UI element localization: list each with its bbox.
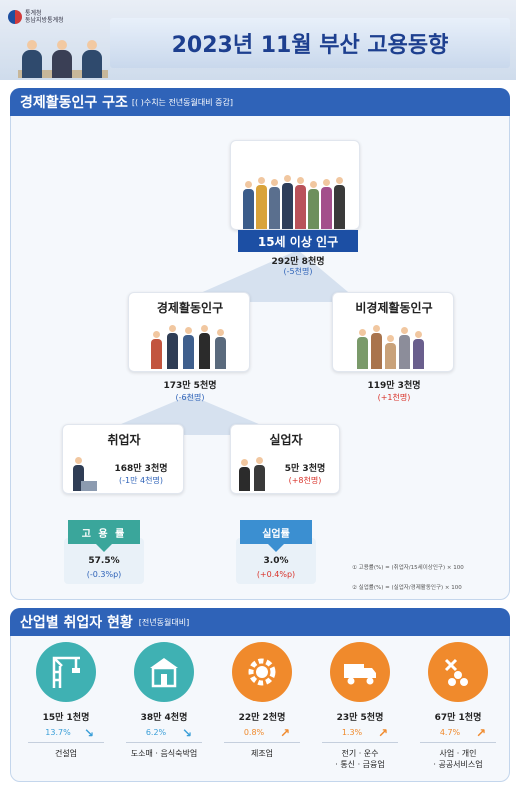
section2-title: 산업별 취업자 현황: [20, 615, 133, 631]
section2-subtitle: [전년동월대비]: [138, 617, 190, 627]
service-icon: [428, 642, 488, 702]
arrow-up-icon: ↗: [280, 726, 291, 740]
employed-change: (-1만 4천명): [119, 476, 163, 485]
note-unemployment-formula: ② 실업률(%) = (실업자/경제활동인구) × 100: [352, 585, 462, 591]
inactive-change: (+1천명): [377, 393, 411, 402]
employment-rate-label: 고 용 률: [68, 520, 140, 544]
active-change: (-6천명): [175, 393, 205, 402]
divider: [224, 742, 300, 743]
industry-tile: 15만 1천명 13.7% ↘ 건설업: [20, 640, 112, 780]
arrow-up-icon: ↗: [378, 726, 389, 740]
population-change: (-5천명): [283, 267, 313, 276]
inactive-label: 비경제활동인구: [355, 301, 433, 315]
header-banner: 2023년 11월 부산 고용동향: [110, 18, 510, 68]
industry-change: 1.3%: [341, 728, 363, 737]
industry-change: 4.7%: [439, 728, 461, 737]
active-population-card: 경제활동인구: [128, 292, 250, 372]
population-value: 292만 8천명: [271, 257, 325, 267]
industry-section-header: 산업별 취업자 현황 [전년동월대비]: [10, 608, 510, 636]
industry-value: 15만 1천명: [42, 713, 90, 723]
industry-value: 67만 1천명: [434, 713, 482, 723]
page-title: 2023년 11월 부산 고용동향: [171, 33, 449, 58]
unemployed-change: (+8천명): [288, 476, 322, 485]
industry-change: 0.8%: [243, 728, 265, 737]
crowd-icon: [241, 161, 351, 229]
unemployed-card: 실업자 5만 3천명 (+8천명): [230, 424, 340, 494]
employment-rate-change: (-0.3%p): [86, 570, 122, 579]
industry-name: 사업 · 개인 · 공공서비스업: [433, 749, 483, 769]
truck-icon: [330, 642, 390, 702]
logo: 통계청 동남지방통계청: [8, 6, 78, 28]
family-icon: [355, 321, 435, 369]
industry-name: 전기 · 운수 · 통신 · 금융업: [335, 749, 385, 769]
unemployed-label: 실업자: [269, 433, 303, 447]
employment-rate-arrow-icon: [96, 544, 112, 552]
logo-mark-icon: [8, 10, 22, 24]
employment-rate-value: 57.5%: [88, 556, 120, 566]
industry-tile: 38만 4천명 6.2% ↘ 도소매 · 음식숙박업: [118, 640, 210, 780]
divider: [126, 742, 202, 743]
industry-name: 제조업: [250, 749, 274, 758]
arrow-up-icon: ↗: [476, 726, 487, 740]
population-card: [230, 140, 360, 230]
unemployment-rate-label: 실업률: [240, 520, 312, 544]
office-workers-icon: [147, 321, 237, 369]
inactive-value: 119만 3천명: [367, 381, 421, 391]
section1-title: 경제활동인구 구조: [20, 95, 128, 111]
divider: [322, 742, 398, 743]
header-workers-illustration-icon: [18, 38, 108, 78]
divider: [420, 742, 496, 743]
header: 통계청 동남지방통계청 2023년 11월 부산 고용동향: [0, 0, 516, 80]
job-seekers-icon: [237, 451, 271, 491]
worker-at-desk-icon: [69, 451, 99, 491]
logo-line1: 통계청: [25, 10, 42, 17]
industry-tile: 23만 5천명 1.3% ↗ 전기 · 운수 · 통신 · 금융업: [314, 640, 406, 780]
active-value: 173만 5천명: [163, 381, 217, 391]
industry-change: 13.7%: [45, 728, 71, 737]
economic-structure-header: 경제활동인구 구조 [( )수치는 전년동월대비 증감]: [10, 88, 510, 116]
store-icon: [134, 642, 194, 702]
crane-icon: [36, 642, 96, 702]
employed-label: 취업자: [107, 433, 141, 447]
gear-icon: [232, 642, 292, 702]
population-label: 15세 이상 인구: [238, 230, 358, 252]
active-label: 경제활동인구: [156, 301, 224, 315]
industry-value: 22만 2천명: [238, 713, 286, 723]
connector-top: [180, 250, 360, 302]
unemployment-rate-value: 3.0%: [263, 556, 289, 566]
note-employment-formula: ① 고용률(%) = (취업자/15세이상인구) × 100: [352, 565, 464, 571]
unemployment-rate-arrow-icon: [268, 544, 284, 552]
inactive-population-card: 비경제활동인구: [332, 292, 454, 372]
industry-value: 23만 5천명: [336, 713, 384, 723]
employed-value: 168만 3천명: [114, 464, 168, 474]
industry-tile: 22만 2천명 0.8% ↗ 제조업: [216, 640, 308, 780]
industry-tile: 67만 1천명 4.7% ↗ 사업 · 개인 · 공공서비스업: [412, 640, 504, 780]
section1-subtitle: [( )수치는 전년동월대비 증감]: [131, 97, 233, 107]
industry-change: 6.2%: [145, 728, 167, 737]
unemployment-rate-change: (+0.4%p): [256, 570, 296, 579]
divider: [28, 742, 104, 743]
industry-name: 건설업: [54, 749, 78, 758]
employed-card: 취업자 168만 3천명 (-1만 4천명): [62, 424, 184, 494]
industry-value: 38만 4천명: [140, 713, 188, 723]
arrow-down-icon: ↘: [182, 726, 193, 740]
arrow-down-icon: ↘: [84, 726, 95, 740]
industry-name: 도소매 · 음식숙박업: [130, 749, 198, 758]
unemployed-value: 5만 3천명: [284, 464, 326, 474]
logo-line2: 동남지방통계청: [25, 17, 64, 24]
